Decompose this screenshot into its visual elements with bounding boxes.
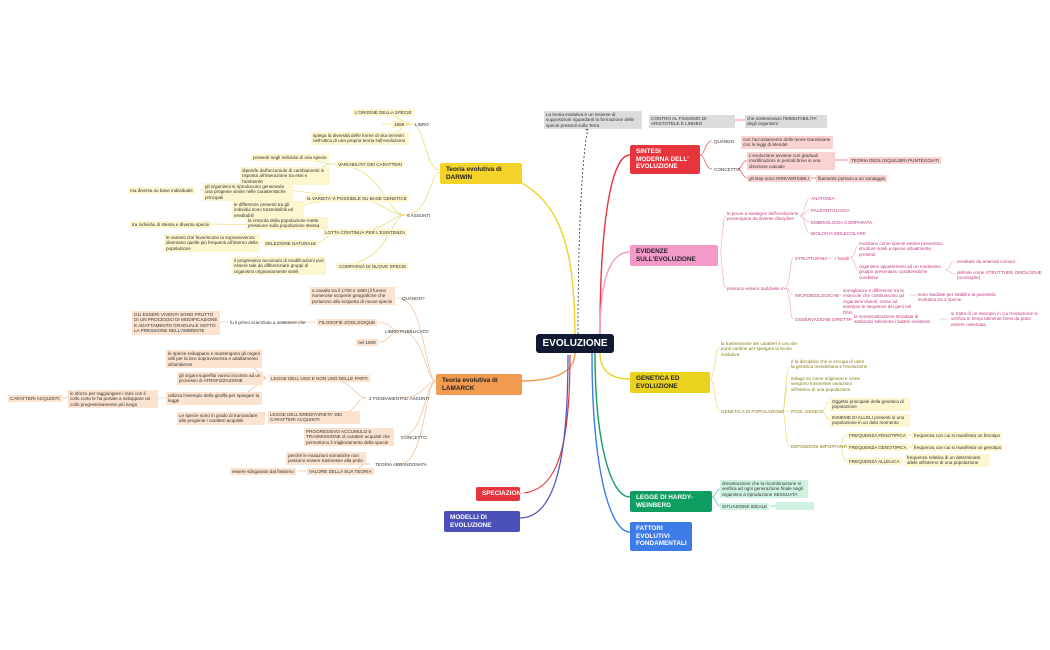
hardy-situazione[interactable]: SITUAZIONE IDEALE [720, 503, 770, 511]
lamarck-valore[interactable]: VALORE DELLA SUA TEORIA [307, 468, 374, 476]
lamarck-specie-grado[interactable]: Le specie sono in grado di tramandare al… [177, 412, 265, 425]
genetica-popolazione[interactable]: GENETICA DI POPOLAZIONE [721, 409, 785, 414]
evidenze-utili[interactable]: sono studiate per stabilire la parentela… [918, 292, 996, 303]
sintesi-quando[interactable]: QUANDO [714, 139, 735, 144]
evidenze-embrio[interactable]: EMBRIOLOGIA COMPARATA [811, 220, 873, 225]
darwin-tra-individui[interactable]: tra individui di stessa e diversa specie [130, 221, 212, 229]
genetica-f-fen-txt[interactable]: frequenza con cui si manifesta un fenoti… [912, 432, 1003, 440]
lamarck-concetto[interactable]: CONCETTO [401, 435, 427, 440]
genetica-topic[interactable]: GENETICA ED EVOLUZIONE [630, 372, 710, 394]
lamarck-uso[interactable]: LEGGE DELL'USO E NON USO DELLE PARTI [269, 375, 370, 383]
evidenze-organismi[interactable]: organismi appartenenti ad un medesimo gr… [859, 264, 941, 280]
darwin-lotta[interactable]: LOTTA CONTINUA PER L'ESISTENZA [323, 229, 408, 237]
evidenze-mostrano[interactable]: mostrano come specie estinte presentino … [859, 241, 943, 257]
evidenze-strutturali[interactable]: STRUTTURALI [795, 256, 827, 261]
evidenze-si-tratta[interactable]: si tratta di un esempio in cui l'evoluzi… [951, 311, 1038, 327]
evidenze-paleo[interactable]: PALEONTOLOGIA [811, 208, 850, 213]
sintesi-passi[interactable]: gli step sono IRREVERSIBILI [747, 175, 812, 183]
genetica-f-fen[interactable]: FREQUENZA FENOTIPICA [847, 432, 908, 440]
lamarck-ereditarieta[interactable]: LEGGE DELL'EREDITARIETA' DEI CARATTERI A… [268, 411, 360, 424]
evidenze-somiglianze[interactable]: somiglianze e differenze tra le molecole… [843, 288, 912, 315]
evidenze-anatomia[interactable]: ANATOMIA [811, 196, 835, 201]
sintesi-evoluzione[interactable]: L'evoluzione avviene con graduali modifi… [747, 152, 835, 171]
darwin-presenti[interactable]: presenti negli individui di una specie [251, 154, 329, 162]
evidenze-possono[interactable]: possono essere suddivise in [727, 286, 785, 291]
lamarck-assenti[interactable]: essere sdoganato dal fissismo [230, 468, 296, 476]
sintesi-topic[interactable]: SINTESI MODERNA DELL' EVOLUZIONE [630, 145, 700, 174]
lamarck-libro[interactable]: LIBRO PUBBLICATO [385, 329, 429, 334]
lamarck-caratteri[interactable]: CARATTERI ACQUISITI [8, 395, 62, 403]
evidenze-osservazione[interactable]: OSSERVAZIONE DIRETTA [795, 317, 852, 322]
lamarck-esseri-viventi[interactable]: GLI ESSERI VIVENTI SONO FRUTTO DI UN PRO… [132, 311, 220, 335]
lamarck-sviluppano[interactable]: le specie sviluppano e mantengono gli or… [166, 350, 262, 369]
lamarck-sforzo[interactable]: lo sforzo per raggiungere i rami con il … [68, 390, 158, 409]
evidenze-micro[interactable]: MICROBIOLOGICHE [795, 293, 839, 298]
darwin-libro[interactable]: LIBRO [415, 122, 429, 127]
speciazione-topic[interactable]: SPECIAZIONE [476, 487, 525, 501]
darwin-variabilita[interactable]: VARIABILITA' DEI CARATTERI [336, 161, 404, 169]
sintesi-quando-txt[interactable]: con l'accostamento delle teorie Darwinia… [741, 136, 833, 149]
genetica-indaga[interactable]: indaga su come originano e come vengono … [791, 376, 860, 392]
sintesi-concetto[interactable]: CONCETTO [714, 167, 740, 172]
evidenze-fossili[interactable]: I fossili [835, 256, 850, 261]
darwin-assunti[interactable]: 6 ASSUNTI [407, 213, 431, 218]
darwin-varieta[interactable]: la VARIETA' è POSSIBILE SU BASE GENETICE [305, 195, 409, 203]
genetica-branca[interactable]: è la disciplina che si occupa di unire l… [791, 359, 868, 370]
hardy-dimostrazione[interactable]: dimostrazione che la ricombinazione si v… [720, 480, 808, 499]
genetica-definizioni[interactable]: DEFINIZIONI IMPORTANTI [791, 444, 848, 449]
evidenze-prove[interactable]: le prove a sostegno dell'evoluzione prov… [727, 211, 799, 222]
darwin-gli-org[interactable]: gli organismi si riproducono generando u… [203, 183, 293, 202]
fattori-topic[interactable]: FATTORI EVOLUTIVI FONDAMENTALI [630, 522, 692, 551]
lamarck-fondamentali[interactable]: 2 FONDAMENTALI ASSUNTI [369, 396, 430, 401]
genetica-oggetto[interactable]: Oggetto principale della genetica di pop… [830, 398, 910, 411]
genetica-pool[interactable]: POOL GENICO [791, 409, 823, 414]
darwin-origine[interactable]: L'ORIGINE DELLA SPECIE [353, 109, 414, 117]
intro-note[interactable]: La teoria evolutiva è un insieme di supp… [544, 111, 642, 130]
darwin-dipende[interactable]: dipende dall'accumulo di cambiamenti in … [240, 167, 330, 186]
darwin-ma-diversa[interactable]: ma diversa su base individuale [128, 187, 195, 195]
evidenze-ereditate[interactable]: ereditate da antenati comuni [957, 259, 1015, 264]
genetica-f-all[interactable]: FREQUENZA ALLELICA [847, 458, 902, 466]
darwin-comparsa[interactable]: COMPARSA DI NUOVE SPECIE [337, 263, 409, 271]
immutabilita-node[interactable]: che sostenevano l'IMMUTABILITA' degli or… [745, 115, 827, 128]
lamarck-progressivo[interactable]: PROGRESSIVO ACCUMULO E TRASMISSIONE di c… [304, 428, 394, 447]
lamarck-primo[interactable]: fu il primo scienziato a sostenere che [230, 320, 306, 325]
modelli-topic[interactable]: MODELLI DI EVOLUZIONE [444, 511, 520, 533]
genetica-trasmissione[interactable]: la trasmissione dei caratteri è uno dei … [721, 341, 798, 357]
genetica-f-gen[interactable]: FREQUENZA GENOTIPICA [847, 444, 909, 452]
sintesi-fitness[interactable]: fitamente portano a un vantaggio [816, 175, 888, 183]
sintesi-teoria[interactable]: TEORIA DEGLI EQUILIBRI PUNTEGGIATI [849, 157, 941, 165]
darwin-varianti[interactable]: le varianti che favoriscono la sopravviv… [164, 234, 260, 253]
evidenze-topic[interactable]: EVIDENZE SULL'EVOLUZIONE [630, 245, 718, 267]
genetica-f-all-txt[interactable]: frequenza relativa di un determinato all… [905, 454, 989, 467]
darwin-topic[interactable]: Teoria evolutiva di DARWIN [440, 163, 522, 185]
evidenze-resistenza[interactable]: la somministrazione smodata di antibioti… [854, 314, 930, 325]
lamarck-acavallo[interactable]: a cavallo tra il 1700 e 1800 (il furono … [310, 287, 395, 306]
darwin-crescita[interactable]: la crescita della popolazione mette pres… [246, 217, 328, 230]
hardy-empty-node[interactable] [776, 502, 814, 510]
lamarck-anno[interactable]: nel 1809 [356, 339, 378, 347]
darwin-anno[interactable]: 1859 [392, 121, 407, 129]
hardy-topic[interactable]: LEGGE DI HARDY-WEINBERG [630, 491, 712, 513]
darwin-le-differenze[interactable]: le differenze presenti tra gli individui… [232, 201, 304, 220]
contro-fissismo-node[interactable]: CONTRO AL FISSISMO DI ARISTOTELE E LINNE… [649, 115, 735, 128]
evidenze-definite[interactable]: definite come STRUTTURE OMOLOGHE (omolog… [957, 270, 1042, 281]
lamarck-perche[interactable]: perché le mutazioni somatiche non posson… [286, 452, 366, 465]
lamarck-filosofie[interactable]: FILOSOFIE ZOOLOGIQUE [317, 319, 378, 327]
lamarck-topic[interactable]: Teoria evolutiva di LAMARCK [436, 374, 522, 396]
darwin-progressivo[interactable]: il progressivo accumulo di modificazioni… [232, 257, 326, 276]
central-topic[interactable]: EVOLUZIONE [536, 334, 614, 353]
evidenze-bio[interactable]: BIOLOGIA MOLECOLARE [811, 231, 866, 236]
darwin-spiega[interactable]: spiega la diversità delle forme di vita … [311, 132, 409, 145]
lamarck-abbandonata[interactable]: TEORIA ABBANDONATA [375, 462, 427, 467]
genetica-f-gen-txt[interactable]: frequenza con cui si manifesta un genoti… [912, 444, 1004, 452]
darwin-selezione[interactable]: SELEZIONE NATURALE [263, 240, 319, 248]
lamarck-superflui[interactable]: gli organi superflui vanno incontro ad u… [177, 372, 263, 385]
genetica-insieme[interactable]: INSIEME DI ALLELI presenti in una popola… [830, 414, 910, 427]
lamarck-giraffa[interactable]: utilizza l'esempio della giraffa per spi… [166, 392, 262, 405]
lamarck-quando[interactable]: QUANDO? [402, 296, 425, 301]
